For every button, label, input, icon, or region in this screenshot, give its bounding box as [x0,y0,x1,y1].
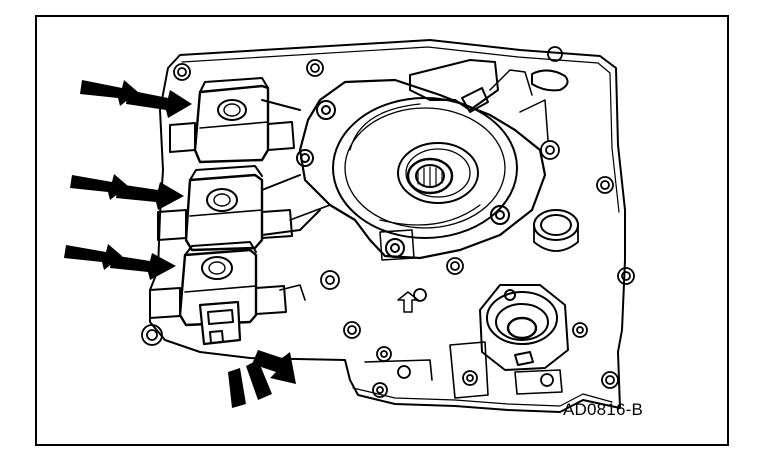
right-port [533,209,579,252]
solenoid-pack [149,77,331,346]
lower-port [479,284,569,371]
top-fitting [409,59,569,113]
arrow-lower-icon [64,244,176,280]
pump-housing [296,69,549,261]
arrow-upper-icon [80,80,192,118]
locating-mark [397,291,419,313]
bottom-passages [364,341,563,399]
figure-id-label: AD0816-B [563,400,644,419]
solenoid-middle [157,165,293,252]
connector-arrow-icon [228,350,296,408]
solenoid-upper [169,77,295,164]
solenoid-lower [149,241,287,346]
arrow-middle-icon [70,174,184,210]
callout-arrows [64,80,296,408]
plate-bolt-holes [141,46,635,398]
